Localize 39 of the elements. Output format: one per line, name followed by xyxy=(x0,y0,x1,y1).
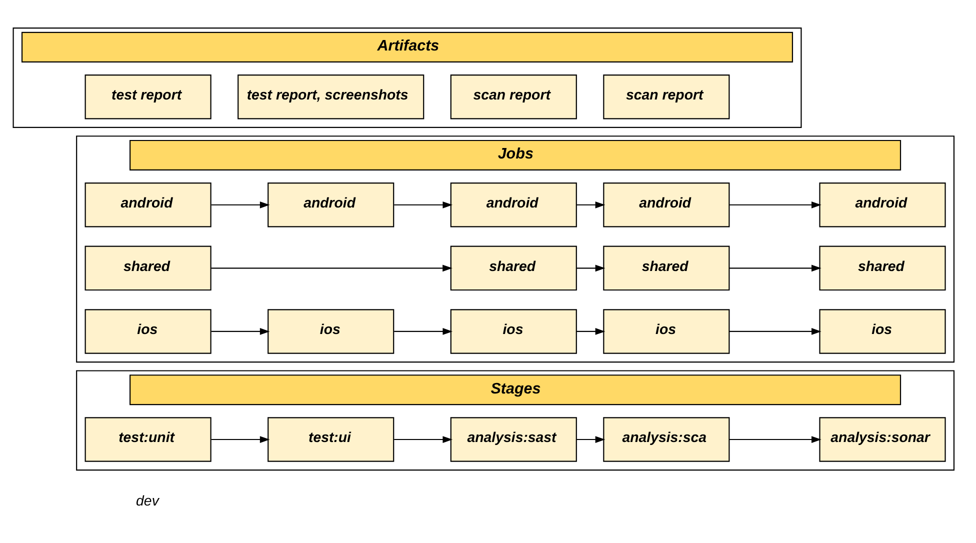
node-box: android xyxy=(819,182,946,227)
arrow xyxy=(394,200,453,208)
node-box: test:unit xyxy=(84,416,212,462)
arrow xyxy=(211,328,270,334)
arrow xyxy=(729,264,822,272)
arrow xyxy=(211,264,452,272)
node-box: scan report xyxy=(603,74,730,119)
node-box: scan report xyxy=(450,74,577,119)
arrow xyxy=(211,200,270,208)
node-box: test report xyxy=(84,74,212,119)
label: dev xyxy=(136,492,159,509)
arrow xyxy=(576,436,606,442)
arrow xyxy=(576,200,606,208)
node-box: ios xyxy=(268,308,394,354)
arrow xyxy=(729,200,822,208)
node-box: ios xyxy=(450,308,577,354)
arrow xyxy=(394,436,453,442)
node-box: ios xyxy=(84,308,212,354)
node-box: android xyxy=(450,182,577,227)
node-box: analysis:sast xyxy=(450,416,577,462)
node-box: android xyxy=(268,182,394,227)
arrow xyxy=(211,436,270,442)
arrow xyxy=(576,328,606,334)
arrow xyxy=(394,328,453,334)
node-box: shared xyxy=(84,245,212,290)
node-box: android xyxy=(84,182,212,227)
node-box: ios xyxy=(603,308,730,354)
node-box: android xyxy=(603,182,730,227)
arrow xyxy=(576,264,606,272)
node-box: ios xyxy=(819,308,946,354)
node-box: shared xyxy=(819,245,946,290)
node-box: shared xyxy=(450,245,577,290)
node-box: test report, screenshots xyxy=(238,74,424,119)
node-box: analysis:sonar xyxy=(819,416,946,462)
arrow xyxy=(729,328,822,334)
node-box: analysis:sca xyxy=(603,416,730,462)
arrow xyxy=(729,436,822,442)
node-box: test:ui xyxy=(268,416,394,462)
node-box: shared xyxy=(603,245,730,290)
